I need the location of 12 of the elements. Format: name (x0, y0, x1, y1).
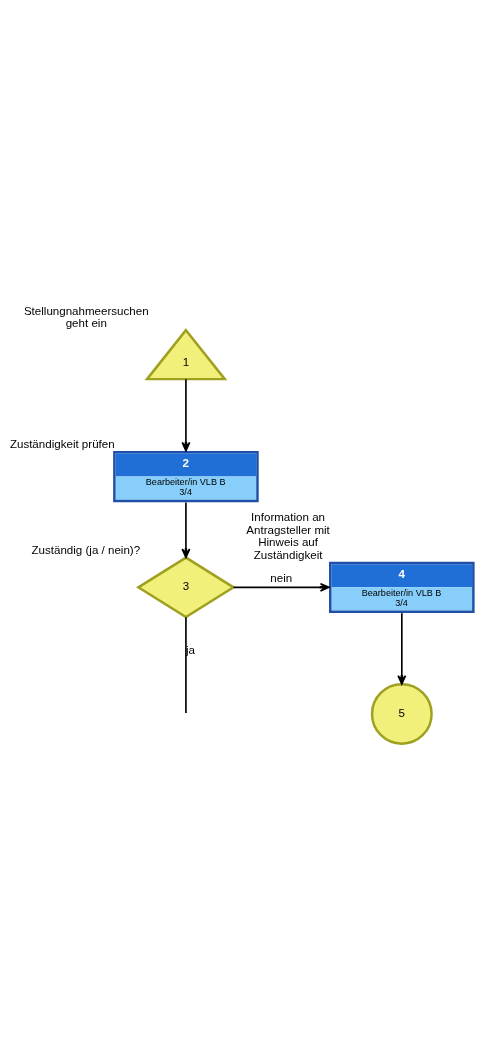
edge-label: nein (270, 571, 293, 584)
connector (185, 616, 187, 714)
node-circle: 5 (370, 682, 433, 745)
arrow (181, 378, 191, 452)
node-label: Zuständig (ja / nein)? (31, 544, 141, 557)
node-label: Zuständigkeit prüfen (9, 437, 115, 450)
node-label: Information an Antragsteller mit Hinweis auf Zuständigkeit (246, 511, 330, 561)
arrow (232, 582, 330, 592)
arrow (397, 612, 407, 685)
node-diamond: 3 (136, 556, 236, 619)
node-label: Stellungnahmeersuchen geht ein (23, 304, 149, 329)
arrow (181, 501, 191, 559)
